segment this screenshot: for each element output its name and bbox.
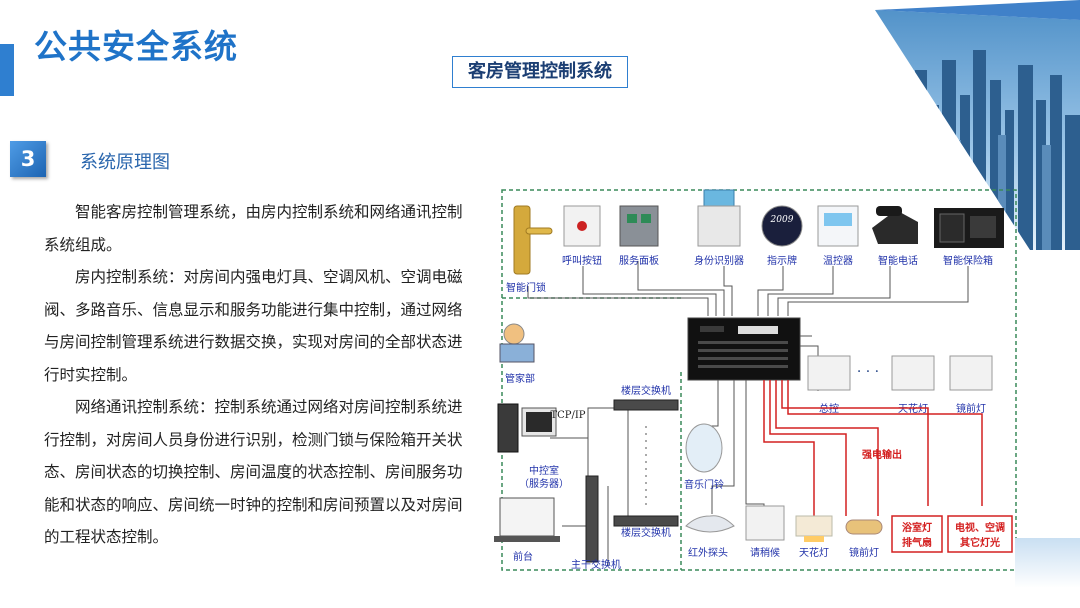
label-music-doorbell: 音乐门铃 (684, 478, 724, 491)
header-accent-bar (0, 44, 14, 96)
indicator-number: 2009 (770, 215, 794, 225)
room-boundary-outer (501, 189, 1017, 571)
label-control-room: 中控室 (529, 464, 559, 477)
device-ir-sensor: 红外探头 (685, 515, 735, 559)
label-smart-phone: 智能电话 (878, 254, 918, 267)
device-ceiling-light: 天花灯 (795, 515, 833, 559)
label-front-desk: 前台 (513, 550, 533, 563)
floor-switch-top: 楼层交换机 (613, 384, 679, 411)
label-call-button: 呼叫按钮 (562, 254, 602, 267)
label-tv-ac: 电视、空调 (955, 521, 1005, 534)
front-desk-laptop-icon: 前台 (494, 497, 560, 563)
body-text: 智能客房控制管理系统，由房内控制系统和网络通讯控制系统组成。 房内控制系统：对房… (44, 196, 464, 554)
label-ir-sensor: 红外探头 (688, 546, 728, 559)
label-please-wait: 请稍候 (750, 546, 780, 559)
label-indicator-sign: 指示牌 (767, 254, 797, 267)
device-indicator-sign: 2009 指示牌 (761, 205, 803, 267)
red-box-tv-ac: 电视、空调 其它灯光 (947, 515, 1013, 553)
label-main-switch: 主干交换机 (571, 558, 621, 571)
device-wiring (527, 261, 969, 316)
device-service-panel: 服务面板 (619, 205, 659, 267)
section-number-badge: 3 (10, 141, 46, 177)
label-floor-switch-bottom: 楼层交换机 (621, 526, 671, 539)
device-smart-safe: 智能保险箱 (934, 208, 1004, 267)
city-skyline-image (875, 0, 1080, 250)
paragraph-intro: 智能客房控制管理系统，由房内控制系统和网络通讯控制系统组成。 (44, 203, 463, 254)
paragraph-network-control: 网络通讯控制系统：控制系统通过网络对房间控制系统进行控制，对房间人员身份进行识别… (44, 398, 463, 546)
system-diagram: 智能门锁 呼叫按钮 服务面板 身份识别器 2009 指示牌 温控器 智能电话 智… (494, 189, 1017, 571)
subtitle-box: 客房管理控制系统 (452, 56, 628, 88)
panel-main-control: 总控 (807, 355, 851, 415)
device-thermostat: 温控器 (817, 205, 859, 267)
label-floor-switch-top: 楼层交换机 (621, 384, 671, 397)
label-tcp-ip: TCP/IP (550, 410, 585, 421)
corner-photo-decoration (1015, 538, 1080, 588)
label-smart-safe: 智能保险箱 (943, 254, 993, 267)
label-power-output: 强电输出 (862, 448, 902, 461)
label-service-panel: 服务面板 (619, 254, 659, 267)
red-box-bathroom: 浴室灯 排气扇 (891, 515, 943, 553)
label-server: （服务器） (519, 477, 569, 490)
label-thermostat: 温控器 (823, 254, 853, 267)
guest-dept-icon: 管家部 (499, 323, 535, 385)
device-music-doorbell: 音乐门铃 (684, 423, 724, 491)
page-title: 公共安全系统 (34, 27, 238, 66)
label-ceiling-light: 天花灯 (799, 546, 829, 559)
label-other-lights: 其它灯光 (960, 536, 1000, 549)
label-mirror-light-panel: 镜前灯 (956, 402, 986, 415)
paragraph-room-control: 房内控制系统：对房间内强电灯具、空调风机、空调电磁阀、多路音乐、信息显示和服务功… (44, 268, 463, 384)
device-please-wait: 请稍候 (745, 505, 785, 559)
device-mirror-light: 镜前灯 (845, 519, 883, 559)
floor-switch-bottom: 楼层交换机 (613, 515, 679, 539)
device-smart-lock: 智能门锁 (506, 205, 553, 294)
label-mirror-light: 镜前灯 (849, 546, 879, 559)
label-guest-dept: 管家部 (505, 372, 535, 385)
device-smart-phone: 智能电话 (872, 206, 918, 267)
panel-mirror-light: 镜前灯 (949, 355, 993, 415)
main-switch: 主干交换机 (571, 475, 621, 571)
device-call-button: 呼叫按钮 (562, 205, 602, 267)
server-pc-icon: 中控室 （服务器） (497, 403, 569, 490)
panels-ellipsis: · · · (857, 364, 879, 380)
room-controller (687, 317, 801, 381)
label-exhaust-fan: 排气扇 (902, 536, 932, 549)
power-wiring (763, 380, 983, 516)
panel-ceiling-light: 天花灯 (891, 355, 935, 415)
label-smart-lock: 智能门锁 (506, 281, 546, 294)
device-id-reader: 身份识别器 (694, 189, 744, 267)
section-label: 系统原理图 (80, 152, 170, 173)
label-id-reader: 身份识别器 (694, 254, 744, 267)
label-bathroom-light: 浴室灯 (902, 521, 932, 534)
